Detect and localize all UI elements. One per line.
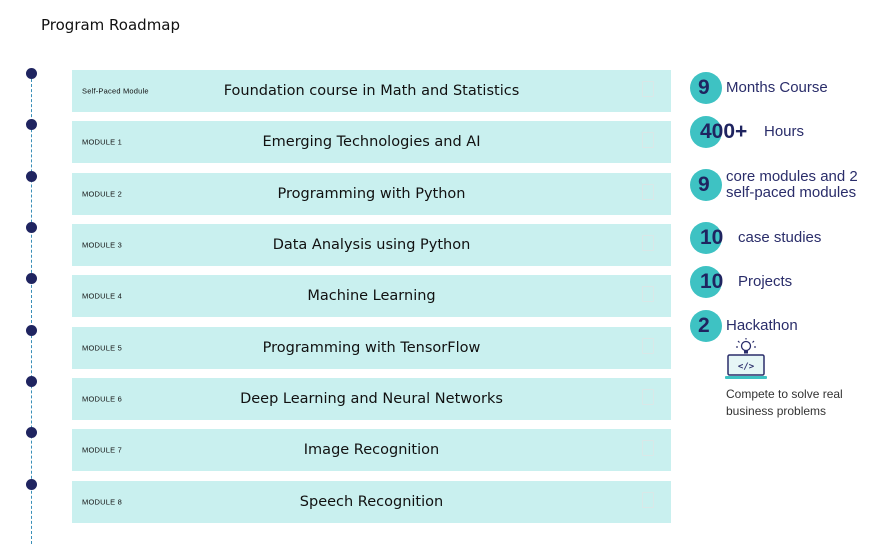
expand-icon[interactable]: [642, 389, 654, 405]
stat-months: 9 Months Course: [690, 72, 828, 104]
expand-icon[interactable]: [642, 81, 654, 97]
stat-circle: 2: [690, 310, 722, 342]
module-tag: MODULE 7: [82, 445, 122, 455]
stat-number: 10: [700, 270, 724, 293]
svg-text:</>: </>: [738, 362, 755, 372]
stat-hours: 400+ Hours: [690, 116, 804, 148]
module-title: Deep Learning and Neural Networks: [240, 391, 503, 407]
laptop-code-bulb-icon: </>: [724, 338, 768, 387]
module-row-1[interactable]: MODULE 1 Emerging Technologies and AI: [26, 119, 671, 163]
expand-icon[interactable]: [642, 338, 654, 354]
module-tag: MODULE 5: [82, 343, 122, 353]
stat-label: Hackathon: [726, 317, 798, 334]
timeline-dot: [26, 479, 37, 490]
module-row-2[interactable]: MODULE 2 Programming with Python: [26, 171, 671, 215]
module-tag: MODULE 4: [82, 291, 122, 301]
stat-number: 2: [698, 314, 710, 337]
hackathon-description: Compete to solve real business problems: [726, 387, 843, 418]
stat-label: Hours: [764, 123, 805, 140]
stat-number: 10: [700, 226, 724, 249]
stat-hackathon: 2 Hackathon: [690, 310, 798, 342]
stat-label: Projects: [738, 273, 793, 290]
expand-icon[interactable]: [642, 235, 654, 251]
stat-label: case studies: [738, 229, 822, 246]
timeline-dot: [26, 427, 37, 438]
timeline-dot: [26, 222, 37, 233]
module-title: Programming with TensorFlow: [262, 340, 481, 356]
module-tag: MODULE 1: [82, 137, 122, 147]
module-tag: Self-Paced Module: [82, 86, 149, 96]
module-title: Programming with Python: [277, 186, 466, 202]
expand-icon[interactable]: [642, 492, 654, 508]
stat-number: 9: [698, 76, 710, 99]
stat-case-studies: 10 case studies: [690, 222, 821, 254]
module-title: Foundation course in Math and Statistics: [223, 83, 520, 99]
module-tag: MODULE 6: [82, 394, 122, 404]
stat-circle: 10: [690, 266, 724, 298]
module-row-6[interactable]: MODULE 6 Deep Learning and Neural Networ…: [26, 376, 671, 420]
module-row-self-paced[interactable]: Self-Paced Module Foundation course in M…: [26, 68, 671, 112]
module-tag: MODULE 8: [82, 497, 122, 507]
stat-modules: 9 core modules and 2 self-paced modules: [690, 169, 871, 201]
timeline-dot: [26, 119, 37, 130]
timeline-dot: [26, 171, 37, 182]
timeline-dot: [26, 325, 37, 336]
module-title: Data Analysis using Python: [272, 237, 471, 253]
module-tag: MODULE 3: [82, 240, 122, 250]
stat-label: Months Course: [726, 79, 828, 96]
module-title: Machine Learning: [307, 288, 436, 304]
timeline-dot: [26, 68, 37, 79]
module-row-3[interactable]: MODULE 3 Data Analysis using Python: [26, 222, 671, 266]
timeline-line: [31, 74, 32, 544]
page-title: Program Roadmap: [41, 16, 181, 34]
stat-circle: 10: [690, 222, 724, 254]
module-title: Emerging Technologies and AI: [262, 134, 481, 150]
stat-circle: 9: [690, 169, 722, 201]
stat-number: 9: [698, 173, 710, 196]
stat-projects: 10 Projects: [690, 266, 792, 298]
stat-circle: 9: [690, 72, 722, 104]
module-tag: MODULE 2: [82, 189, 122, 199]
expand-icon[interactable]: [642, 132, 654, 148]
module-title: Image Recognition: [303, 442, 440, 458]
stat-label: core modules and 2 self-paced modules: [726, 168, 858, 201]
expand-icon[interactable]: [642, 440, 654, 456]
expand-icon[interactable]: [642, 286, 654, 302]
module-row-8[interactable]: MODULE 8 Speech Recognition: [26, 479, 671, 523]
timeline-dot: [26, 376, 37, 387]
module-row-4[interactable]: MODULE 4 Machine Learning: [26, 273, 671, 317]
module-title: Speech Recognition: [299, 494, 444, 510]
expand-icon[interactable]: [642, 184, 654, 200]
stat-circle: 400+: [690, 116, 747, 148]
timeline-dot: [26, 273, 37, 284]
module-row-7[interactable]: MODULE 7 Image Recognition: [26, 427, 671, 471]
stat-number: 400+: [700, 120, 748, 143]
module-row-5[interactable]: MODULE 5 Programming with TensorFlow: [26, 325, 671, 369]
